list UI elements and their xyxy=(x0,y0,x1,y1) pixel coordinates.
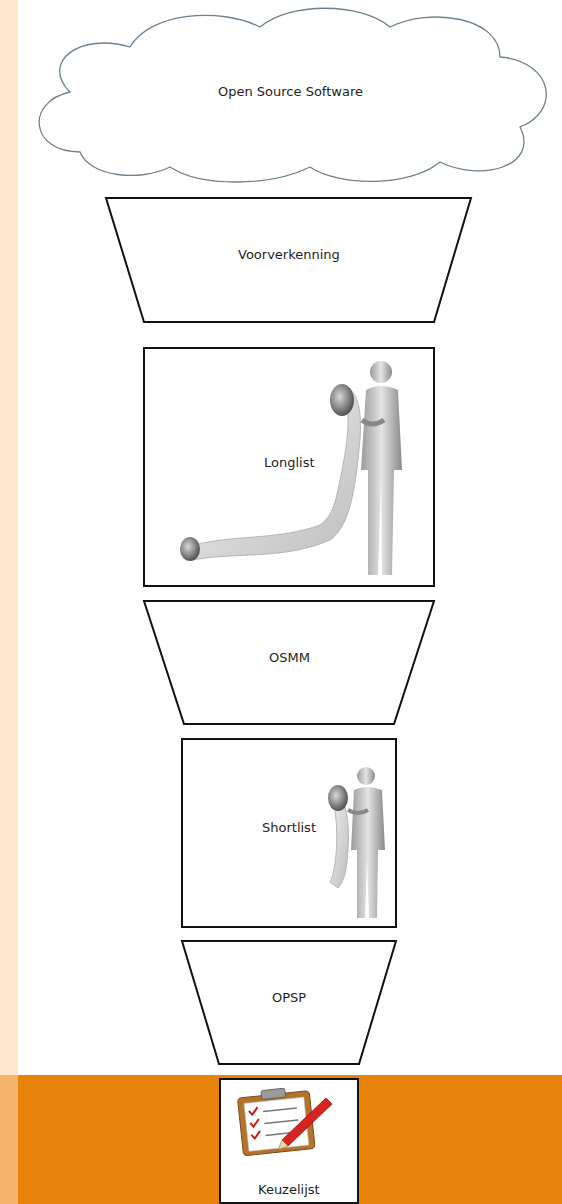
node-label: Voorverkenning xyxy=(238,247,340,263)
pencil-icon xyxy=(278,1098,332,1150)
result-box-fill xyxy=(219,1078,359,1204)
list-box: Shortlist xyxy=(181,738,397,928)
node-label: OSMM xyxy=(269,650,310,666)
white-panel xyxy=(18,0,562,1075)
funnel-step-border xyxy=(106,198,471,322)
bottom-strip xyxy=(0,1075,18,1204)
cloud-shape: Open Source Software xyxy=(20,2,560,185)
list-box-border xyxy=(182,739,396,927)
bottom-band xyxy=(18,1075,562,1204)
person-with-short-scroll xyxy=(328,767,385,918)
node-label: Longlist xyxy=(264,455,315,471)
cloud-shape-border xyxy=(39,8,546,182)
node-label: OPSP xyxy=(272,990,306,1006)
funnel-step: Voorverkenning xyxy=(105,197,472,323)
list-box-border xyxy=(144,348,434,586)
list-box: Longlist xyxy=(143,347,435,587)
node-label: Shortlist xyxy=(262,820,316,836)
node-label: Keuzelijst xyxy=(258,1182,320,1198)
funnel-step-border xyxy=(144,601,434,724)
funnel-step: OSMM xyxy=(143,600,435,725)
result-box: Keuzelijst xyxy=(219,1078,359,1204)
result-box-border xyxy=(220,1079,358,1203)
funnel-step-border xyxy=(182,941,396,1064)
funnel-step: OPSP xyxy=(181,940,397,1065)
node-label: Open Source Software xyxy=(218,84,363,100)
person-with-long-scroll xyxy=(180,361,402,575)
left-strip xyxy=(0,0,18,1075)
